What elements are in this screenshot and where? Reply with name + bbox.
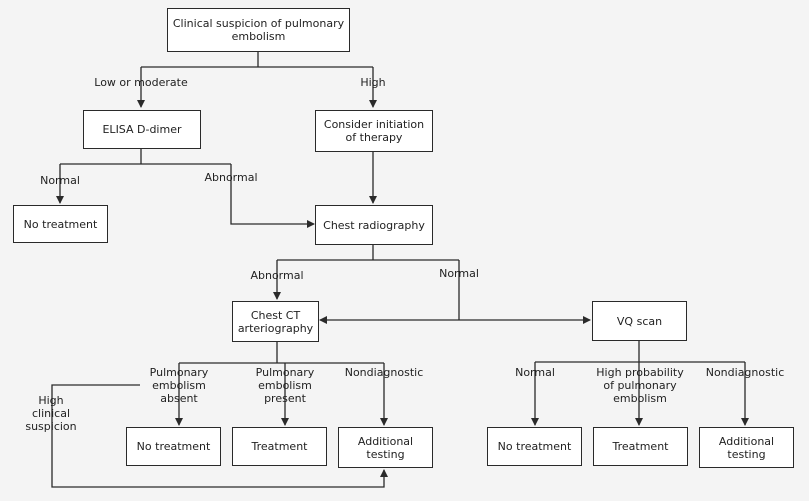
treatment-box-1: Treatment [232,427,327,466]
no-treatment-box-3: No treatment [487,427,582,466]
label-pe-present: Pulmonary embolism present [255,366,315,405]
label-high-clinical-suspicion: High clinical suspicion [25,394,77,433]
chest-radiography-box: Chest radiography [315,205,433,245]
additional-testing-box-2: Additional testing [699,427,794,468]
label-nondiagnostic-vq: Nondiagnostic [705,366,785,379]
consider-therapy-box: Consider initiation of therapy [315,110,433,152]
clinical-suspicion-box: Clinical suspicion of pulmonary embolism [167,8,350,52]
treatment-box-2: Treatment [593,427,688,466]
additional-testing-box-1: Additional testing [338,427,433,468]
label-normal-radiography: Normal [439,267,479,280]
label-abnormal-radiography: Abnormal [250,269,304,282]
no-treatment-box-1: No treatment [13,205,108,243]
label-normal-elisa: Normal [40,174,80,187]
label-low-or-moderate: Low or moderate [94,76,188,89]
label-normal-vq: Normal [515,366,555,379]
no-treatment-box-2: No treatment [126,427,221,466]
arrow-abnormal-to-radiography [230,164,315,228]
label-nondiagnostic-ct: Nondiagnostic [344,366,424,379]
label-pe-absent: Pulmonary embolism absent [149,366,209,405]
vq-scan-box: VQ scan [592,301,687,341]
connector-high-clinical [51,384,388,488]
elisa-d-dimer-box: ELISA D-dimer [83,110,201,149]
chest-ct-box: Chest CT arteriography [232,301,319,342]
label-abnormal-elisa: Abnormal [204,171,258,184]
label-high-probability: High probability of pulmonary embolism [596,366,684,405]
label-high: High [360,76,386,89]
